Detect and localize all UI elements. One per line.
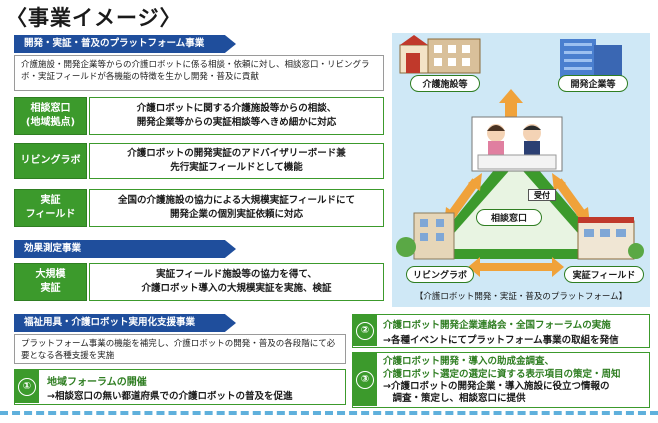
demo-field-tag: 実証 フィールド xyxy=(14,189,87,227)
support-item-3-text: →介護ロボットの開発企業・導入施設に役立つ情報の 調査・策定し、相談窓口に提供 xyxy=(383,381,610,404)
bottom-divider xyxy=(0,411,658,415)
platform-description: 介護施設・開発企業等からの介護ロボットに係る相談・依頼に対し、相談窓口・リビング… xyxy=(14,55,384,91)
support-item-2-title: 介護ロボット開発企業連絡会・全国フォーラムの実施 xyxy=(383,320,611,331)
effect-section-header: 効果測定事業 xyxy=(14,240,236,258)
number-1-icon: ① xyxy=(18,377,36,396)
support-item-1-text: →相談窓口の無い都道府県での介護ロボットの普及を促進 xyxy=(47,391,293,402)
support-item-3-title: 介護ロボット開発・導入の助成金調査、 介護ロボット選定の選定に資する表示項目の策… xyxy=(383,356,621,380)
living-lab-tag: リビングラボ xyxy=(14,143,87,179)
support-section-header: 福祉用具・介護ロボット実用化支援事業 xyxy=(14,314,236,332)
number-2-icon: ② xyxy=(356,321,374,340)
page-title: 〈事業イメージ〉 xyxy=(6,6,182,30)
support-item-1-title: 地域フォーラムの開催 xyxy=(47,377,147,388)
consult-window-tag: 相談窓口 (地域拠点) xyxy=(14,97,87,135)
company-building-icon xyxy=(560,39,622,79)
reception-sign: 受付 xyxy=(528,189,556,201)
diagram-graphics xyxy=(396,35,644,277)
demo-field-desc: 全国の介護施設の協力による大規模実証フィールドにて 開発企業の個別実証依頼に対応 xyxy=(89,189,384,227)
support-item-2-number-badge: ② xyxy=(353,315,377,346)
demo-field-building-icon xyxy=(577,217,644,260)
large-demo-desc: 実証フィールド施設等の協力を得て、 介護ロボット導入の大規模実証を実施、検証 xyxy=(89,263,384,301)
support-item-3: ③ 介護ロボット開発・導入の助成金調査、 介護ロボット選定の選定に資する表示項目… xyxy=(352,352,650,408)
consult-window-desc: 介護ロボットに関する介護施設等からの相談、 開発企業等からの実証相談等へきめ細か… xyxy=(89,97,384,135)
platform-diagram: 介護施設等 開発企業等 受付 相談窓口 リビングラボ 実証フィールド 【介護ロボ… xyxy=(392,33,650,307)
support-item-3-number-badge: ③ xyxy=(353,353,377,406)
living-lab-label: リビングラボ xyxy=(406,266,474,283)
developer-company-label: 開発企業等 xyxy=(558,75,628,92)
care-facility-building-icon xyxy=(399,35,481,74)
support-description: プラットフォーム事業の機能を補完し、介護ロボットの開発・普及の各段階にて必要とな… xyxy=(14,334,346,364)
number-3-icon: ③ xyxy=(356,370,374,389)
living-lab-desc: 介護ロボットの開発実証のアドバイザリーボード兼 先行実証フィールドとして機能 xyxy=(89,143,384,179)
consult-window-label: 相談窓口 xyxy=(476,209,542,226)
support-item-2-text: →各種イベントにてプラットフォーム事業の取組を発信 xyxy=(383,335,619,346)
support-item-2: ② 介護ロボット開発企業連絡会・全国フォーラムの実施 →各種イベントにてプラット… xyxy=(352,314,650,348)
large-demo-tag: 大規模 実証 xyxy=(14,263,87,301)
demo-field-label: 実証フィールド xyxy=(564,266,644,283)
care-facility-label: 介護施設等 xyxy=(410,75,480,92)
support-item-1-number-badge: ① xyxy=(15,370,39,403)
diagram-caption: 【介護ロボット開発・実証・普及のプラットフォーム】 xyxy=(414,292,628,302)
bottom-horizontal-arrow-icon xyxy=(468,257,564,277)
triangle-inner xyxy=(440,163,592,249)
support-item-1: ① 地域フォーラムの開催 →相談窓口の無い都道府県での介護ロボットの普及を促進 xyxy=(14,369,346,405)
consultation-staff-icon xyxy=(471,116,563,172)
living-lab-building-icon xyxy=(396,212,455,260)
platform-section-header: 開発・実証・普及のプラットフォーム事業 xyxy=(14,35,236,53)
